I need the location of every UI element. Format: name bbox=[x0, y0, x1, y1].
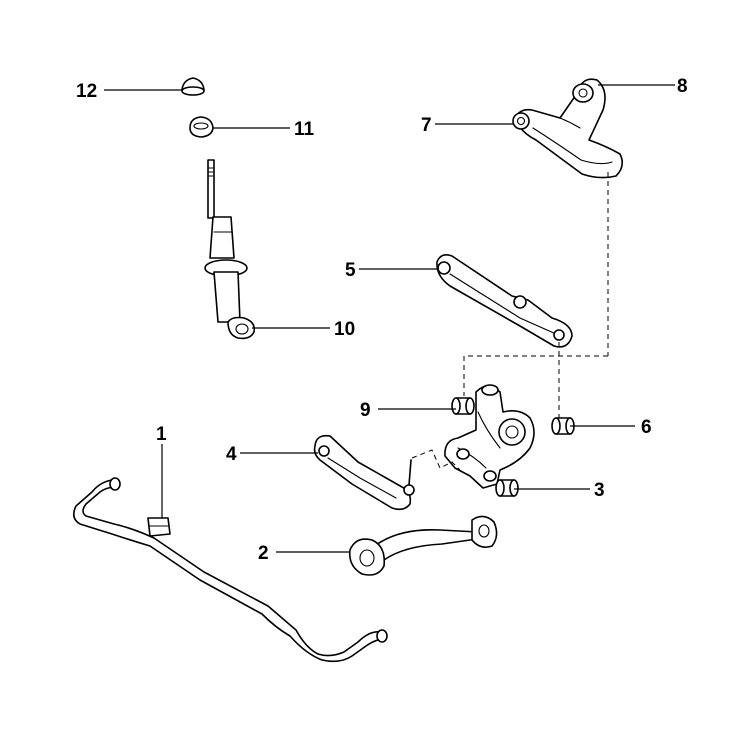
callout-8: 8 bbox=[677, 76, 688, 97]
callout-3: 3 bbox=[594, 480, 605, 501]
rear-knuckle bbox=[444, 384, 535, 489]
callout-1: 1 bbox=[156, 424, 167, 445]
callout-5: 5 bbox=[345, 260, 356, 281]
callout-numbers: 12 11 10 7 8 5 9 6 4 3 2 1 bbox=[76, 76, 688, 564]
assembly-dash-lines bbox=[411, 172, 609, 471]
part-3-bushing bbox=[495, 479, 519, 497]
part-1-stabilizer-bar bbox=[72, 477, 388, 663]
callout-2: 2 bbox=[258, 543, 269, 564]
part-10-shock-absorber bbox=[204, 159, 256, 340]
callout-12: 12 bbox=[76, 81, 97, 102]
part-5-rear-lower-arm bbox=[436, 254, 573, 348]
part-7-8-upper-control-arm bbox=[512, 78, 624, 179]
callout-4: 4 bbox=[226, 444, 237, 465]
part-11-shock-mount-cushion bbox=[189, 116, 214, 138]
leader-lines bbox=[104, 84, 675, 553]
callout-11: 11 bbox=[294, 119, 315, 140]
part-9-bushing bbox=[451, 397, 475, 415]
part-4-lower-lateral-arm bbox=[313, 434, 415, 511]
part-12-upper-bushing bbox=[181, 77, 205, 96]
callout-6: 6 bbox=[641, 417, 652, 438]
part-2-toe-control-link bbox=[348, 515, 498, 576]
callout-9: 9 bbox=[360, 400, 371, 421]
callout-10: 10 bbox=[334, 319, 355, 340]
callout-7: 7 bbox=[421, 115, 432, 136]
